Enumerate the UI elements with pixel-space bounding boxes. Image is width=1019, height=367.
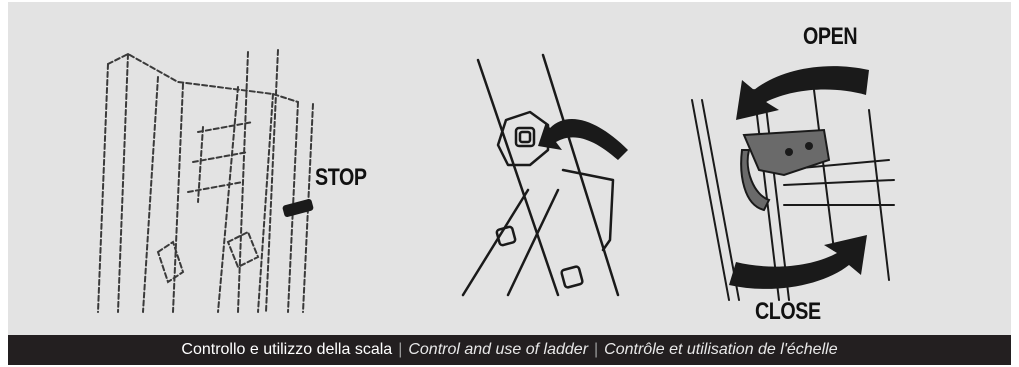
caption-english: Control and use of ladder	[408, 341, 588, 359]
caption-italian: Controllo e utilizzo della scala	[181, 341, 392, 359]
caption-separator-2: |	[594, 341, 598, 359]
open-label: OPEN	[803, 23, 857, 51]
close-label: CLOSE	[755, 298, 821, 326]
ladder-hinge-illustration	[438, 50, 658, 310]
caption-french: Contrôle et utilisation de l'échelle	[604, 341, 837, 359]
ladder-lock-illustration	[684, 50, 924, 310]
caption-separator-1: |	[398, 341, 402, 359]
stop-label: STOP	[315, 164, 367, 192]
illustration-panel: STOP	[8, 2, 1011, 335]
caption-bar: Controllo e utilizzo della scala | Contr…	[8, 335, 1011, 365]
